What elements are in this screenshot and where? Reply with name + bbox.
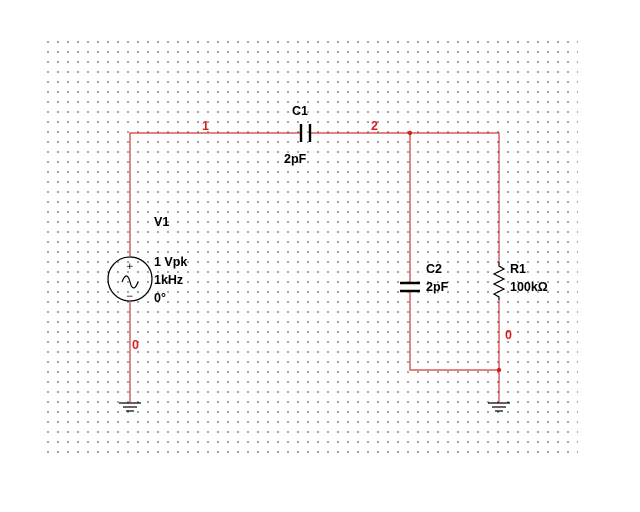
net-label-0-right: 0 [505,328,512,342]
wire-net-1[interactable] [129,132,300,256]
capacitor-c2[interactable] [400,281,420,293]
ac-voltage-source-v1[interactable]: + − [107,256,153,302]
v1-reference-label: V1 [154,215,169,229]
grid-sheet[interactable] [46,40,578,458]
capacitor-c1[interactable] [299,124,312,142]
resistor-r1[interactable] [492,262,506,300]
ground-icon[interactable] [119,402,141,412]
r1-value-label: 100kΩ [510,280,548,294]
v1-amplitude-label: 1 Vpk [154,255,187,269]
junction-node-2 [407,130,413,136]
wires [129,132,500,402]
c2-reference-label: C2 [426,262,442,276]
wire-net-2[interactable] [311,132,500,262]
v1-frequency-label: 1kHz [154,273,183,287]
net-label-1: 1 [202,119,209,133]
sine-wave-icon [121,275,139,289]
source-minus-sign: − [126,292,134,302]
ground-icon[interactable] [488,402,510,412]
r1-reference-label: R1 [510,262,526,276]
c1-value-label: 2pF [284,152,307,166]
c2-value-label: 2pF [426,280,449,294]
wire-c2-to-r1-bottom[interactable] [409,292,499,371]
v1-phase-label: 0° [154,291,166,305]
net-label-0-left: 0 [132,338,139,352]
c1-reference-label: C1 [292,104,308,118]
net-label-2: 2 [371,119,378,133]
junction-node-0 [496,367,502,373]
source-plus-sign: + [126,262,134,272]
